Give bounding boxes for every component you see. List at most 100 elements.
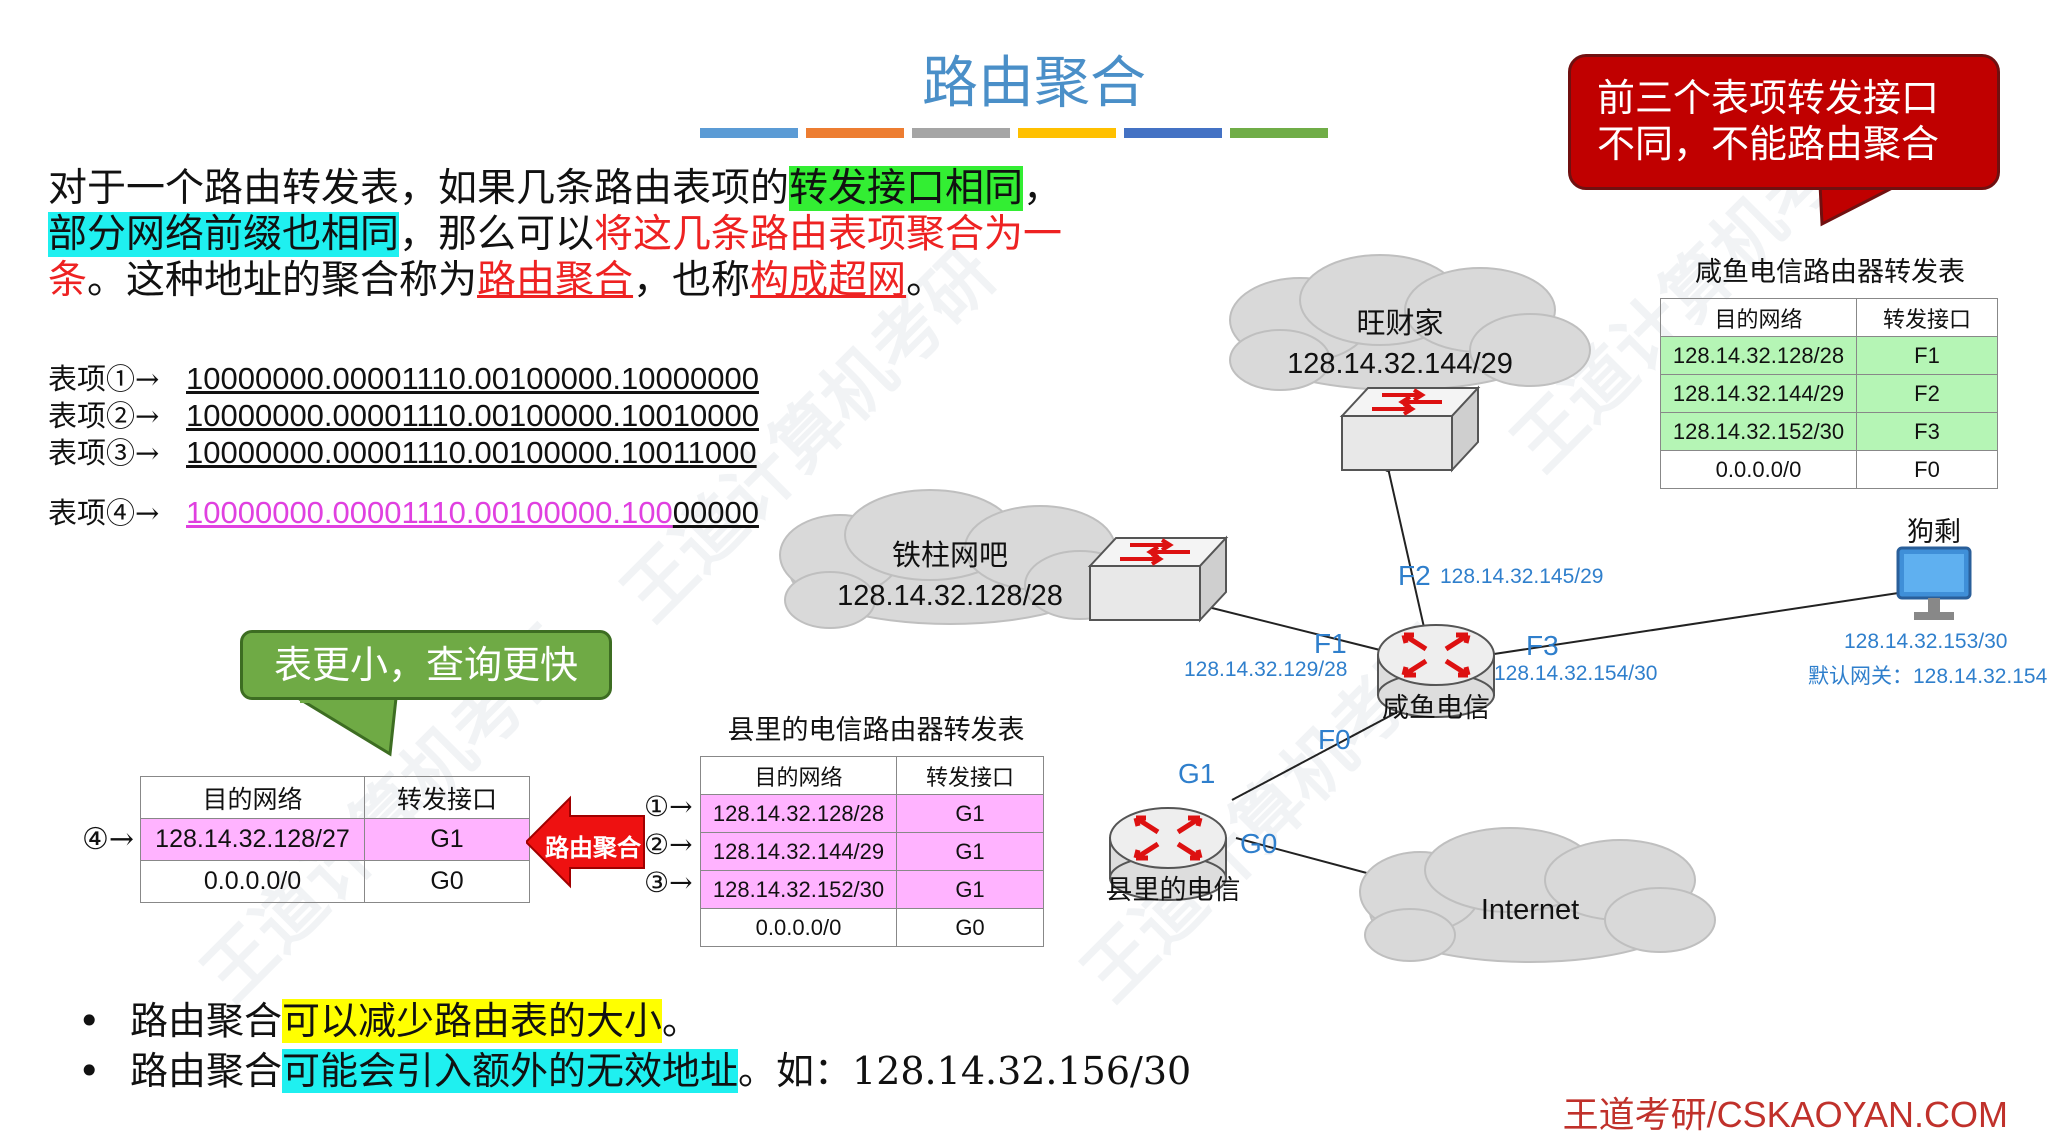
table-cell: G1 [896,794,1044,833]
table-cell: 128.14.32.128/27 [140,818,365,861]
entry-2: 表项②→10000000.00001110.00100000.10010000 [48,393,759,435]
network-name: 旺财家 [1356,308,1444,340]
bubble-cannot-aggregate: 前三个表项转发接口 不同，不能路由聚合 [1568,54,2000,190]
table-cell: 0.0.0.0/0 [700,908,897,947]
bullet-highlight: 可以减少路由表的大小 [282,999,663,1043]
table-cell: F1 [1856,336,1998,375]
title-color-bar-2 [806,128,904,138]
table-cell: G0 [364,860,530,903]
network-prefix: 128.14.32.128/28 [837,580,1063,612]
interface-f2-ip: 128.14.32.145/29 [1440,565,1604,588]
interface-f3-ip: 128.14.32.154/30 [1494,662,1658,685]
bubble-red-line: 不同，不能路由聚合 [1597,122,1940,166]
page-title: 路由聚合 [922,51,1146,116]
table-cell: F0 [1856,450,1998,489]
aggregate-arrow-label: 路由聚合 [545,834,641,862]
intro-term-supernet: 构成超网 [750,258,907,303]
bullet-text: 路由聚合 [130,999,283,1043]
internet-label: Internet [1480,894,1580,926]
bullet-text: 。如：128.14.32.156/30 [738,1049,1192,1093]
link-xianyu-wangcaijia [1387,467,1429,646]
table-cell: G1 [896,870,1044,909]
xianyu-router-table: 目的网络 转发接口 128.14.32.128/28 F1 128.14.32.… [1660,298,1998,489]
intro-paragraph: 对于一个路由转发表，如果几条路由表项的转发接口相同， 部分网络前缀也相同，那么可… [48,166,1068,304]
network-prefix: 128.14.32.144/29 [1287,348,1513,380]
entry-bits: 10000000.00001110.00100000.10011000 [186,435,757,470]
cloud-tiezhu [779,489,1136,629]
table-header: 目的网络 [700,756,897,795]
intro-highlight-same-prefix: 部分网络前缀也相同 [48,212,400,257]
title-color-bar-5 [1124,128,1222,138]
intro-text: ， [1023,166,1063,211]
footer-brand: 王道考研/CSKAOYAN.COM [1562,1094,2008,1135]
cloud-internet [1359,827,1716,963]
router-icon [1377,624,1495,718]
link-xianyu-county [1231,699,1421,801]
entry-3: 表项③→10000000.00001110.00100000.10011000 [48,430,757,472]
table-cell: 128.14.32.144/29 [700,832,897,871]
table-header: 目的网络 [140,776,365,819]
bullet-invalid-address: •路由聚合可能会引入额外的无效地址。如：128.14.32.156/30 [78,1040,1191,1095]
xianyu-table-title: 咸鱼电信路由器转发表 [1695,257,1965,288]
intro-red-text: 将这几条路由表项聚合为一条 [48,212,1063,303]
marker-text: ④ [82,822,109,857]
table-cell: G1 [896,832,1044,871]
table-cell: G1 [364,818,530,861]
title-color-bar-6 [1230,128,1328,138]
row-marker-3: ③→ [644,866,693,899]
title-color-bar-1 [700,128,798,138]
bubble-red-line: 前三个表项转发接口 [1597,76,1940,120]
interface-f2: F2 [1398,560,1431,591]
entry-label: 表项②→ [48,399,160,433]
entry-label: 表项④→ [48,496,160,530]
table-cell: F3 [1856,412,1998,451]
entry-bits: 10000000.00001110.00100000.10000000 [186,361,759,396]
link-xianyu-tiezhu [1195,603,1381,651]
interface-f0: F0 [1318,724,1351,755]
link-xianyu-goushen [1493,591,1906,655]
cloud-wangcaijia [1229,254,1591,391]
marker-text: ① [644,790,670,823]
intro-text: 。这种地址的聚合称为 [87,258,478,303]
switch-icon [1087,535,1229,623]
table-cell: 0.0.0.0/0 [140,860,365,903]
entry-label: 表项①→ [48,362,160,396]
table-cell: G0 [896,908,1044,947]
bubble-smaller-faster: 表更小，查询更快 [240,630,612,700]
bullet-dot: • [78,999,101,1043]
table-cell: F2 [1856,374,1998,413]
tiezhu-label: 铁柱网吧 128.14.32.128/28 [810,536,1090,616]
entry-bits-host: 00000 [672,495,759,530]
computer-icon [1896,546,1972,620]
bullet-text: 。 [662,999,701,1043]
router-icon [1109,807,1227,901]
table-cell: 0.0.0.0/0 [1660,450,1857,489]
intro-highlight-same-interface: 转发接口相同 [789,166,1024,211]
title-color-bar-4 [1018,128,1116,138]
interface-f3: F3 [1526,630,1559,661]
aggregated-table: 目的网络 转发接口 128.14.32.128/27 G1 0.0.0.0/0 … [140,776,530,903]
row-marker-4: ④→ [82,822,135,857]
intro-text: 。 [906,258,946,303]
marker-text: ② [644,828,670,861]
title-color-bar-3 [912,128,1010,138]
row-marker-1: ①→ [644,790,693,823]
intro-text: ，也称 [633,258,751,303]
interface-f1-ip: 128.14.32.129/28 [1184,658,1348,681]
table-cell: 128.14.32.128/28 [1660,336,1857,375]
goushen-label: 狗剩 [1907,517,1961,547]
intro-text: 对于一个路由转发表，如果几条路由表项的 [48,166,790,211]
entry-bits-prefix: 10000000.00001110.00100000.100 [186,495,673,530]
interface-g0: G0 [1240,828,1278,859]
intro-text: ，那么可以 [399,212,595,257]
aggregate-arrow [526,795,645,889]
intro-term-route-aggregation: 路由聚合 [477,258,634,303]
goushen-gateway: 默认网关：128.14.32.154 [1808,665,2048,688]
xianyu-router-label: 咸鱼电信 [1382,693,1490,723]
goushen-ip: 128.14.32.153/30 [1844,630,2008,653]
interface-f1: F1 [1314,628,1347,659]
interface-g1: G1 [1178,758,1216,789]
link-county-internet [1235,837,1379,877]
wangcaijia-label: 旺财家 128.14.32.144/29 [1260,304,1540,384]
